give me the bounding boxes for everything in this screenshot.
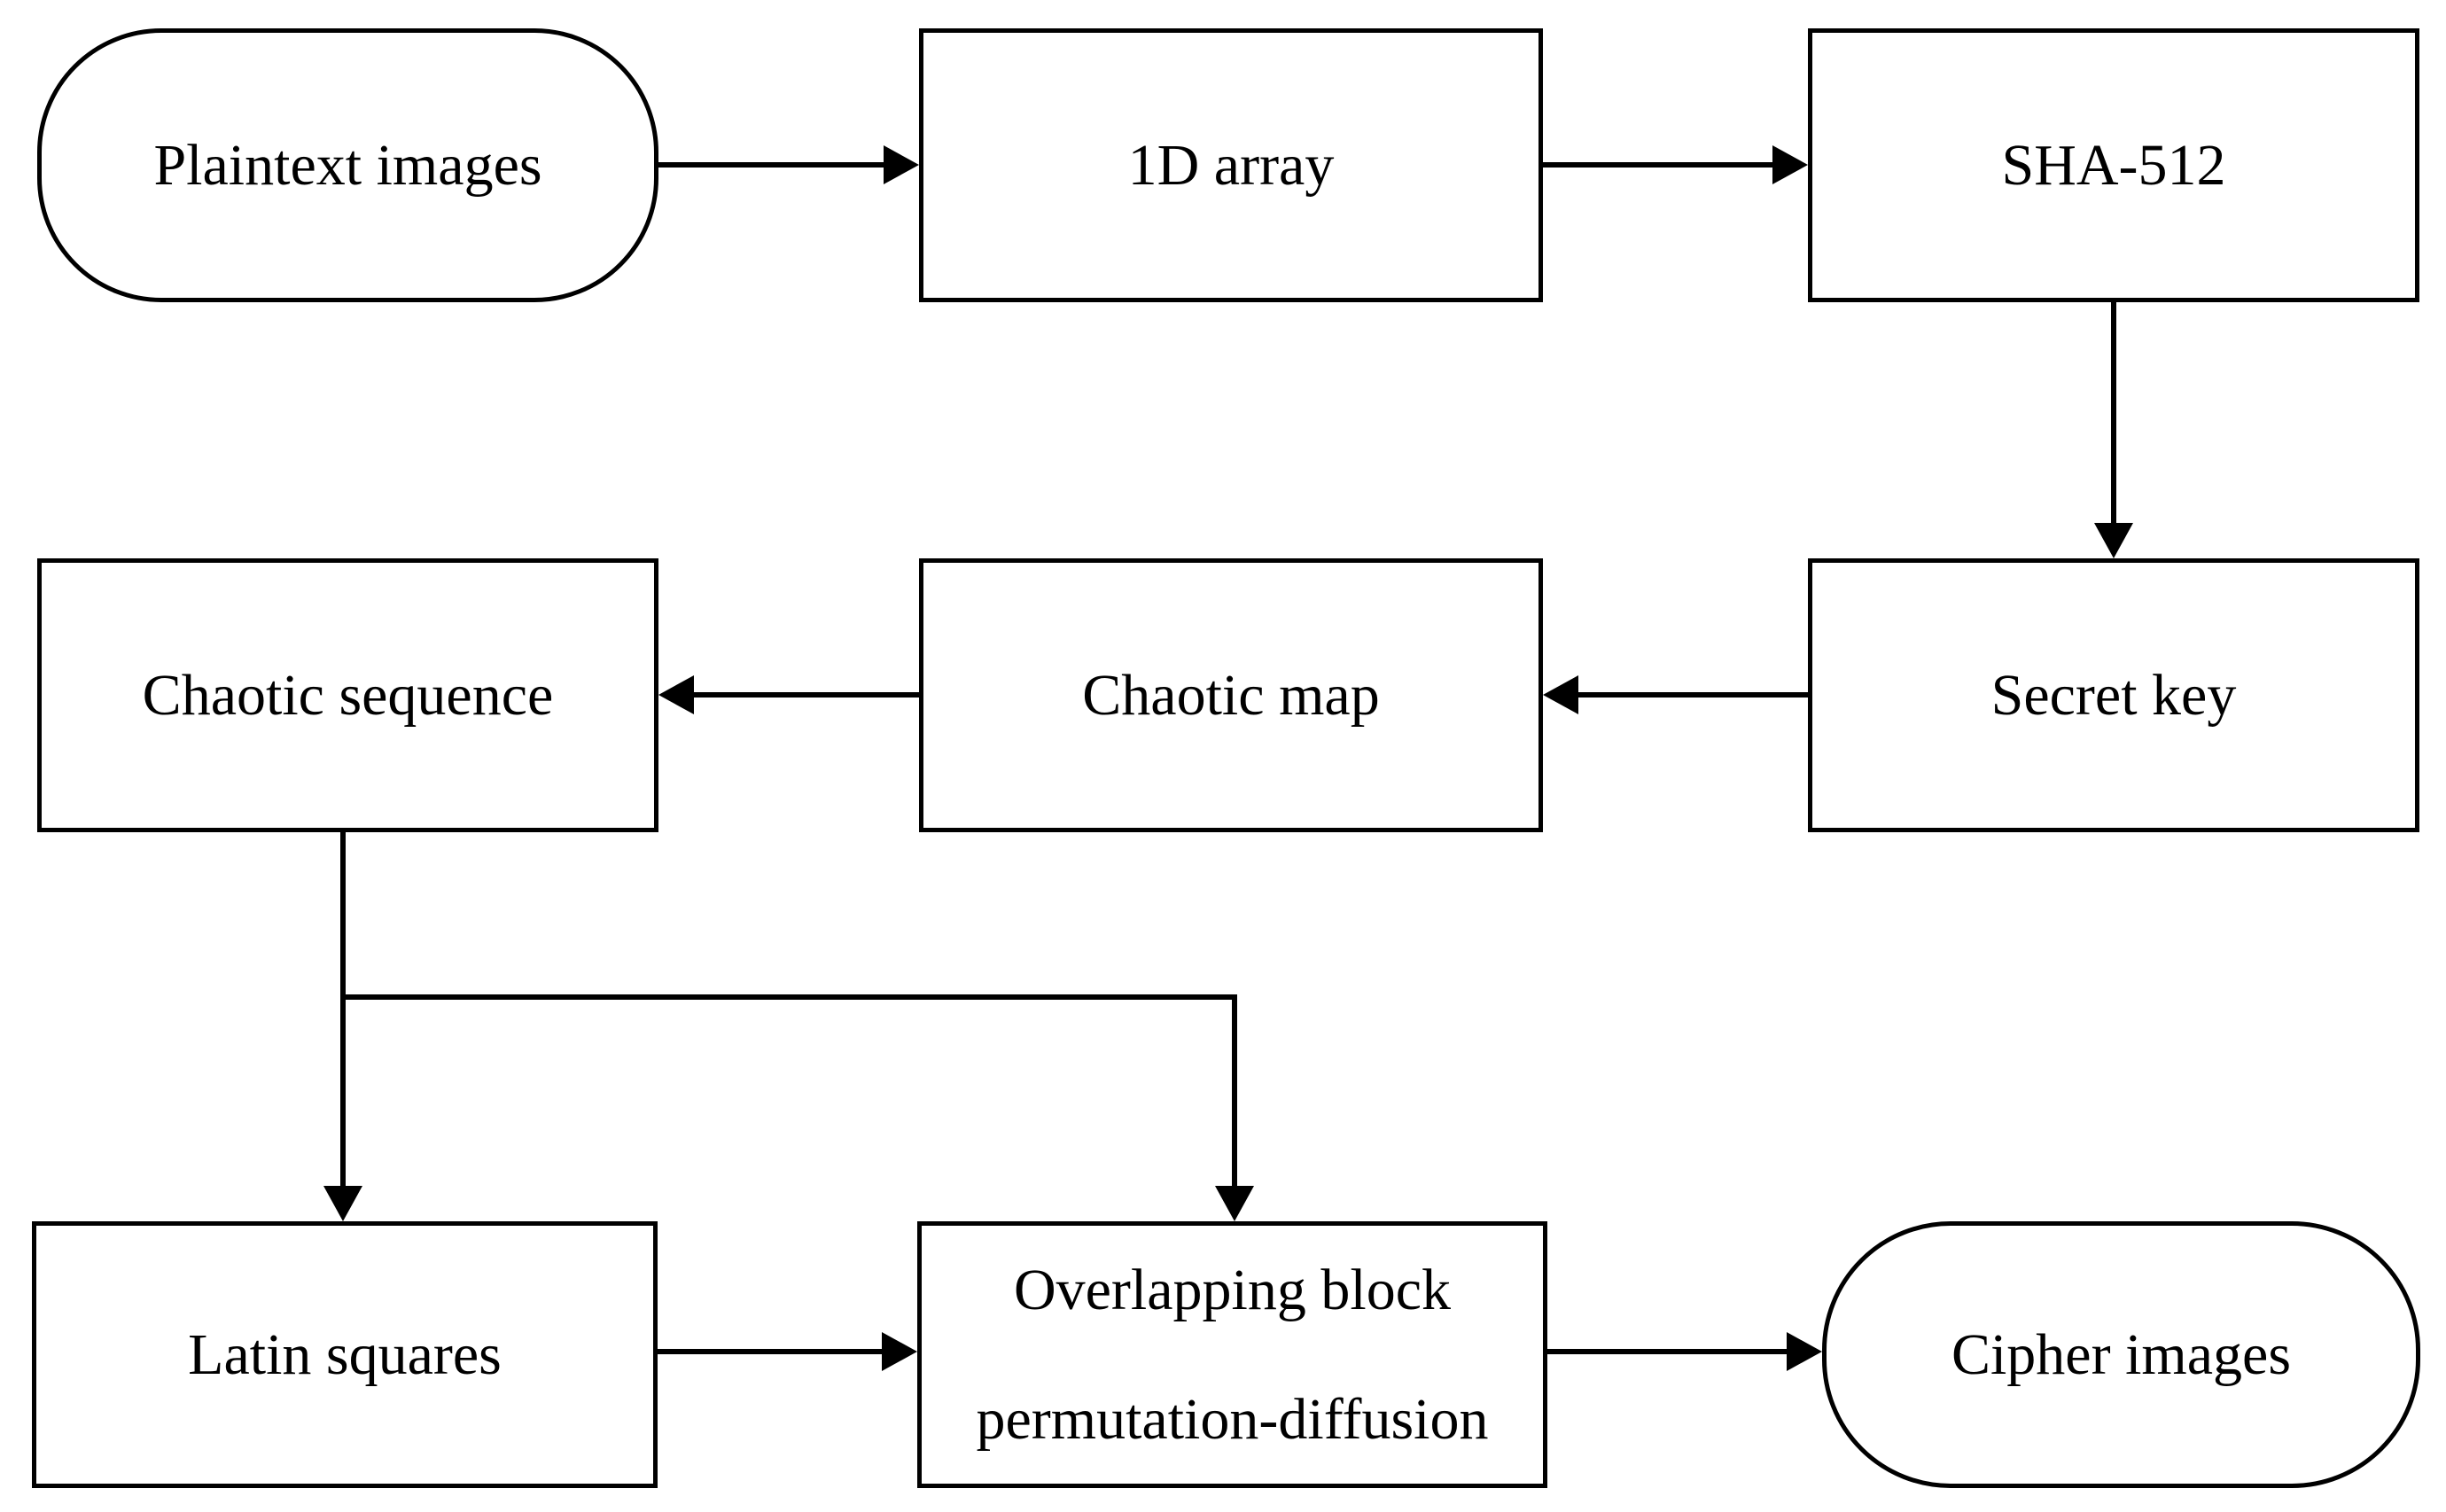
node-secret-key: Secret key: [1808, 558, 2419, 832]
node-cipher-images: Cipher images: [1822, 1221, 2420, 1488]
arrow-plaintext-to-1d-array: [658, 145, 919, 184]
arrow-chaotic-sequence-to-latin-squares: [323, 832, 362, 1221]
arrow-secret-key-to-chaotic-map: [1543, 675, 1808, 714]
node-1d-array: 1D array: [919, 28, 1543, 302]
arrow-1d-array-to-sha-512: [1543, 145, 1808, 184]
node-label-line-1: Overlapping block: [1013, 1258, 1452, 1323]
node-label: Latin squares: [188, 1321, 502, 1387]
arrowhead-down-icon: [2094, 523, 2133, 558]
node-label: Plaintext images: [153, 132, 542, 198]
node-overlapping-block-permutation-diffusion: Overlapping block permutation-diffusion: [917, 1221, 1547, 1488]
arrow-chaotic-sequence-to-overlapping-block: [340, 994, 1254, 1221]
arrowhead-left-icon: [658, 675, 694, 714]
arrowhead-down-icon: [323, 1186, 362, 1221]
arrowhead-right-icon: [884, 145, 919, 184]
node-label: Cipher images: [1951, 1321, 2292, 1387]
arrowhead-down-icon: [1215, 1186, 1254, 1221]
node-plaintext-images: Plaintext images: [37, 28, 658, 302]
arrowhead-right-icon: [1772, 145, 1808, 184]
node-label: SHA-512: [2001, 132, 2226, 198]
node-label-line-2: permutation-diffusion: [976, 1386, 1489, 1452]
node-chaotic-sequence: Chaotic sequence: [37, 558, 658, 832]
arrowhead-right-icon: [1787, 1332, 1822, 1371]
node-label: Chaotic sequence: [142, 662, 554, 728]
node-latin-squares: Latin squares: [32, 1221, 658, 1488]
arrow-sha-512-to-secret-key: [2094, 302, 2133, 558]
node-chaotic-map: Chaotic map: [919, 558, 1543, 832]
arrowhead-left-icon: [1543, 675, 1578, 714]
arrow-latin-squares-to-overlapping-block: [658, 1332, 917, 1371]
arrow-overlapping-block-to-cipher-images: [1547, 1332, 1822, 1371]
arrow-chaotic-map-to-chaotic-sequence: [658, 675, 919, 714]
node-label: 1D array: [1127, 132, 1335, 198]
arrowhead-right-icon: [882, 1332, 917, 1371]
node-label: Chaotic map: [1082, 662, 1380, 728]
node-sha-512: SHA-512: [1808, 28, 2419, 302]
node-label: Secret key: [1990, 662, 2237, 728]
